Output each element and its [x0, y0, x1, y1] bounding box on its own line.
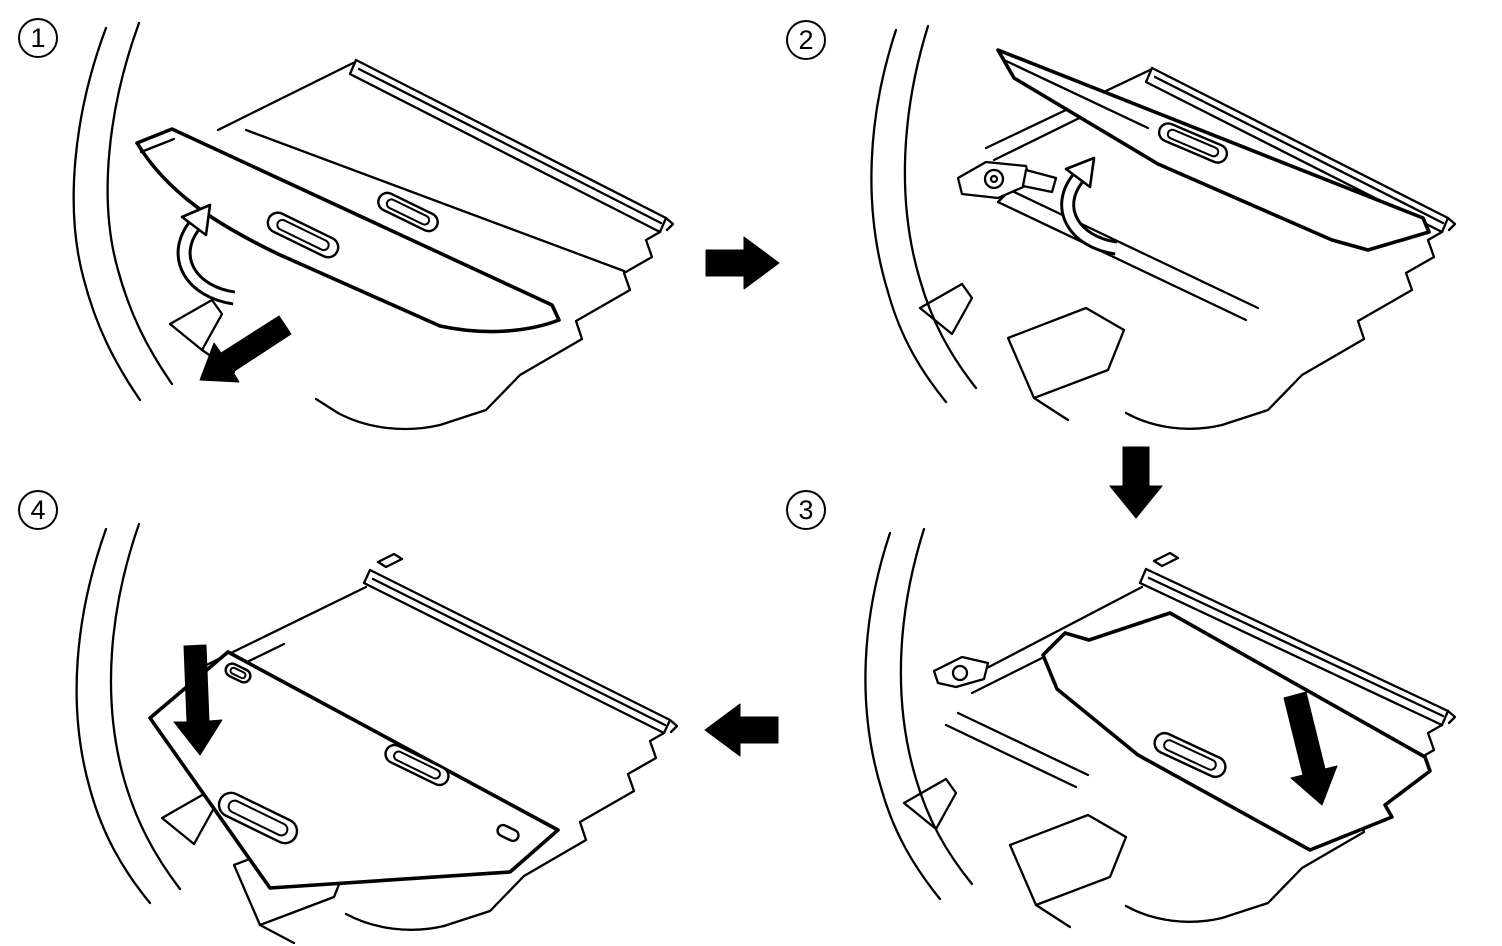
step-number-4: 4: [30, 494, 46, 525]
step-badge-2: 2: [786, 20, 826, 60]
step-2-illustration: [870, 24, 1457, 430]
trunk-rail: [362, 552, 679, 735]
hinge-latch-bracket: [932, 655, 990, 689]
panel-handle-slot: [1153, 731, 1227, 779]
step-number-3: 3: [798, 494, 814, 525]
trunk-rail: [1138, 551, 1457, 727]
panel-latch-slot: [224, 662, 252, 684]
step-1-illustration: [72, 21, 675, 431]
floor-handle-slot: [377, 191, 439, 233]
trunk-body-curves: [72, 21, 174, 402]
board-panel: [1041, 611, 1432, 852]
rotate-lift-arrow-icon: [1060, 156, 1118, 256]
step-badge-3: 3: [786, 490, 826, 530]
trunk-rail: [1144, 66, 1457, 234]
step-number-2: 2: [798, 24, 814, 55]
panel-handle-slot: [384, 743, 450, 787]
pull-out-arrow-icon: [199, 315, 292, 383]
board-panel: [148, 650, 560, 890]
press-down-arrow-icon: [173, 644, 223, 756]
trunk-body-curves: [864, 527, 974, 901]
flow-arrow-down-icon: [1109, 446, 1163, 519]
press-down-arrow-icon: [1283, 691, 1338, 806]
board-panel: [135, 127, 561, 334]
step-4-illustration: [75, 522, 679, 944]
step-badge-4: 4: [18, 490, 58, 530]
flow-arrow-left-icon: [704, 703, 779, 757]
flow-arrow-right-icon: [705, 236, 780, 290]
step-badge-1: 1: [18, 18, 58, 58]
trunk-body-curves: [75, 522, 182, 905]
hinge-latch-bracket: [956, 160, 1058, 200]
panel-small-slot: [496, 823, 520, 843]
rotate-lift-arrow-icon: [176, 203, 236, 306]
panel-handle-slot: [1157, 122, 1229, 164]
panel-front-handle-slot: [217, 791, 299, 845]
trunk-floor: [168, 61, 662, 431]
step-3-illustration: [864, 527, 1457, 929]
trunk-floor: [918, 68, 1444, 430]
step-number-1: 1: [30, 22, 46, 53]
panel-handle-slot: [266, 211, 340, 259]
trunk-body-curves: [870, 24, 978, 404]
